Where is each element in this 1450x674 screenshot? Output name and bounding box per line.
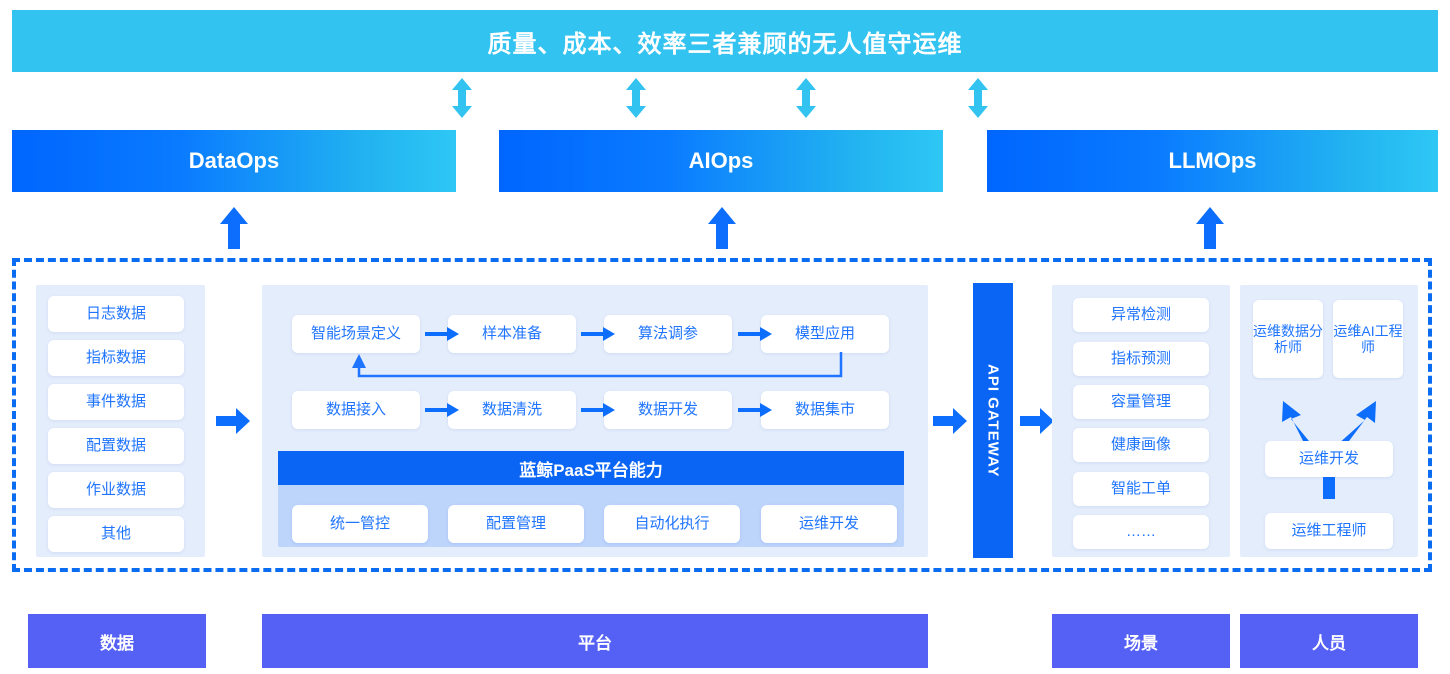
arrow-right-icon-platform-to-gateway xyxy=(933,407,967,435)
data-item-label: 配置数据 xyxy=(85,437,146,455)
paas-title-bar: 蓝鲸PaaS平台能力 xyxy=(278,451,904,485)
flow-node-data-ingest[interactable]: 数据接入 xyxy=(292,391,420,429)
up-arrow-icon-dataops xyxy=(219,207,249,249)
api-gateway-bar[interactable]: API GATEWAY xyxy=(973,283,1013,558)
scene-item-health-profile[interactable]: 健康画像 xyxy=(1073,428,1209,462)
flow-node-sample-prep[interactable]: 样本准备 xyxy=(448,315,576,353)
scene-item-metric-forecast[interactable]: 指标预测 xyxy=(1073,342,1209,376)
arrow-right-icon-gateway-to-scene xyxy=(1020,407,1054,435)
flow-node-label: 模型应用 xyxy=(794,325,855,343)
bidirectional-arrow-icon-1 xyxy=(451,78,473,118)
flow-node-label: 样本准备 xyxy=(481,325,542,343)
flow-node-algorithm-tuning[interactable]: 算法调参 xyxy=(604,315,732,353)
paas-title-label: 蓝鲸PaaS平台能力 xyxy=(519,460,663,480)
flow-node-data-clean[interactable]: 数据清洗 xyxy=(448,391,576,429)
paas-item-automation[interactable]: 自动化执行 xyxy=(604,505,740,543)
data-item-label: 作业数据 xyxy=(85,481,146,499)
api-gateway-label: API GATEWAY xyxy=(984,363,1002,478)
flow-node-label: 智能场景定义 xyxy=(310,325,401,343)
data-item-label: 日志数据 xyxy=(85,305,146,323)
paas-item-label: 自动化执行 xyxy=(634,515,710,533)
arrow-right-icon-flow-bottom-3 xyxy=(738,403,772,417)
scene-item-label: 指标预测 xyxy=(1110,350,1171,368)
bidirectional-arrow-icon-4 xyxy=(967,78,989,118)
scene-item-label: 健康画像 xyxy=(1110,436,1171,454)
legend-bar-people: 人员 xyxy=(1240,614,1418,668)
data-item-label: 其他 xyxy=(100,525,131,543)
flow-node-model-apply[interactable]: 模型应用 xyxy=(761,315,889,353)
people-item-ai-engineer[interactable]: 运维AI工程师 xyxy=(1333,300,1403,378)
legend-bar-data: 数据 xyxy=(28,614,206,668)
arrow-right-icon-flow-top-2 xyxy=(581,327,615,341)
flow-node-data-develop[interactable]: 数据开发 xyxy=(604,391,732,429)
paas-item-label: 统一管控 xyxy=(329,515,390,533)
legend-bar-platform: 平台 xyxy=(262,614,928,668)
feedback-loop-arrow-icon xyxy=(352,352,843,378)
up-arrow-icon-llmops xyxy=(1195,207,1225,249)
up-arrow-icon-aiops xyxy=(707,207,737,249)
data-item-label: 指标数据 xyxy=(85,349,146,367)
bidirectional-arrow-icon-3 xyxy=(795,78,817,118)
people-item-label: 运维AI工程师 xyxy=(1333,322,1403,355)
scene-item-capacity-mgmt[interactable]: 容量管理 xyxy=(1073,385,1209,419)
flow-node-data-mart[interactable]: 数据集市 xyxy=(761,391,889,429)
flow-node-label: 算法调参 xyxy=(637,325,698,343)
flow-node-label: 数据开发 xyxy=(637,401,698,419)
people-item-data-analyst[interactable]: 运维数据分析师 xyxy=(1253,300,1323,378)
scene-item-smart-ticket[interactable]: 智能工单 xyxy=(1073,472,1209,506)
data-item-label: 事件数据 xyxy=(85,393,146,411)
ops-bar-dataops[interactable]: DataOps xyxy=(12,130,456,192)
legend-label: 场景 xyxy=(1124,633,1158,653)
arrow-right-icon-flow-top-1 xyxy=(425,327,459,341)
legend-label: 平台 xyxy=(578,633,612,653)
bidirectional-arrow-icon-2 xyxy=(625,78,647,118)
data-item-other[interactable]: 其他 xyxy=(48,516,184,552)
legend-bar-scene: 场景 xyxy=(1052,614,1230,668)
flow-node-label: 数据集市 xyxy=(794,401,855,419)
paas-item-label: 运维开发 xyxy=(798,515,859,533)
arrow-right-icon-data-to-platform xyxy=(216,407,250,435)
scene-item-label: 智能工单 xyxy=(1110,480,1171,498)
paas-item-config-mgmt[interactable]: 配置管理 xyxy=(448,505,584,543)
data-item-log[interactable]: 日志数据 xyxy=(48,296,184,332)
scene-item-label: 异常检测 xyxy=(1110,306,1171,324)
scene-item-label: …… xyxy=(1126,523,1156,541)
arrow-right-icon-flow-bottom-1 xyxy=(425,403,459,417)
flow-node-label: 数据清洗 xyxy=(481,401,542,419)
header-banner: 质量、成本、效率三者兼顾的无人值守运维 xyxy=(12,10,1438,72)
arrow-right-icon-flow-top-3 xyxy=(738,327,772,341)
data-item-job[interactable]: 作业数据 xyxy=(48,472,184,508)
flow-node-label: 数据接入 xyxy=(325,401,386,419)
ops-bar-label: AIOps xyxy=(688,148,754,173)
people-item-label: 运维开发 xyxy=(1298,450,1359,468)
flow-node-scene-definition[interactable]: 智能场景定义 xyxy=(292,315,420,353)
data-item-config[interactable]: 配置数据 xyxy=(48,428,184,464)
people-item-label: 运维工程师 xyxy=(1291,522,1367,540)
data-item-event[interactable]: 事件数据 xyxy=(48,384,184,420)
header-title: 质量、成本、效率三者兼顾的无人值守运维 xyxy=(487,30,963,58)
scene-item-label: 容量管理 xyxy=(1110,393,1171,411)
legend-label: 人员 xyxy=(1312,633,1346,653)
people-item-label: 运维数据分析师 xyxy=(1253,322,1323,355)
people-item-ops-engineer[interactable]: 运维工程师 xyxy=(1265,513,1393,549)
data-item-metric[interactable]: 指标数据 xyxy=(48,340,184,376)
ops-bar-aiops[interactable]: AIOps xyxy=(499,130,943,192)
paas-item-unified-control[interactable]: 统一管控 xyxy=(292,505,428,543)
paas-item-label: 配置管理 xyxy=(485,515,546,533)
scene-item-more[interactable]: …… xyxy=(1073,515,1209,549)
platform-dashed-container xyxy=(12,258,1432,572)
ops-bar-llmops[interactable]: LLMOps xyxy=(987,130,1438,192)
arrow-right-icon-flow-bottom-2 xyxy=(581,403,615,417)
paas-item-ops-dev[interactable]: 运维开发 xyxy=(761,505,897,543)
ops-bar-label: LLMOps xyxy=(1168,148,1257,173)
scene-item-anomaly-detection[interactable]: 异常检测 xyxy=(1073,298,1209,332)
legend-label: 数据 xyxy=(100,633,134,653)
people-item-ops-dev[interactable]: 运维开发 xyxy=(1265,441,1393,477)
ops-bar-label: DataOps xyxy=(188,148,280,173)
